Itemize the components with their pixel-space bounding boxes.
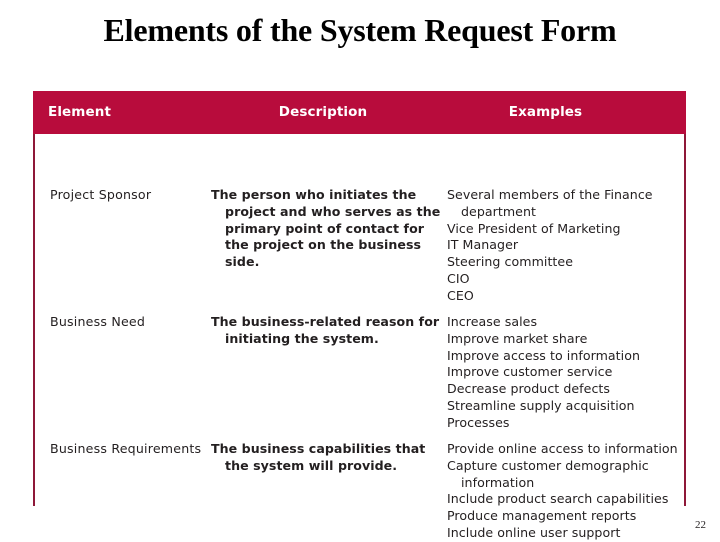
cell-examples: Several members of the Finance departmen…	[447, 187, 683, 305]
list-item: Include online user support	[447, 524, 621, 540]
column-header-element: Element	[48, 104, 111, 120]
list-item: Provide online access to information	[447, 441, 678, 456]
list-item: IT Manager	[447, 237, 519, 253]
cell-element: Business Need	[50, 314, 146, 329]
list-item: Steering committee	[447, 254, 574, 270]
list-item: Improve access to information	[447, 347, 641, 363]
list-item: CIO	[447, 270, 470, 286]
column-header-description: Description	[278, 104, 368, 120]
page-number: 22	[695, 519, 706, 531]
cell-examples: Provide online access to information Cap…	[447, 441, 683, 542]
list-item: Processes	[447, 414, 510, 430]
page-title: Elements of the System Request Form	[103, 12, 617, 48]
list-item: Streamline supply acquisition	[447, 397, 635, 413]
list-item: Improve market share	[447, 330, 588, 346]
table-header-row: Element Description Examples	[33, 91, 686, 134]
list-item: Produce management reports	[447, 508, 637, 524]
cell-element: Business Requirements	[50, 441, 202, 456]
list-item: Several members of the Finance departmen…	[447, 187, 653, 219]
cell-description: The business-related reason for initiati…	[211, 314, 440, 346]
column-header-examples: Examples	[508, 104, 583, 120]
list-item: Include product search capabilities	[447, 491, 669, 507]
cell-description: The person who initiates the project and…	[211, 187, 441, 270]
list-item: Capture customer demographic information	[447, 457, 649, 490]
cell-description: The business capabilities that the syste…	[211, 441, 426, 473]
list-item: CEO	[447, 287, 474, 303]
cell-examples: Increase sales Improve market share Impr…	[447, 314, 683, 432]
list-item: Improve customer service	[447, 364, 613, 380]
system-request-table: Element Description Examples Project Spo…	[33, 91, 686, 540]
list-item: Decrease product defects	[447, 381, 611, 397]
cell-element: Project Sponsor	[50, 187, 152, 202]
list-item: Increase sales	[447, 314, 538, 329]
list-item: Vice President of Marketing	[447, 220, 621, 236]
